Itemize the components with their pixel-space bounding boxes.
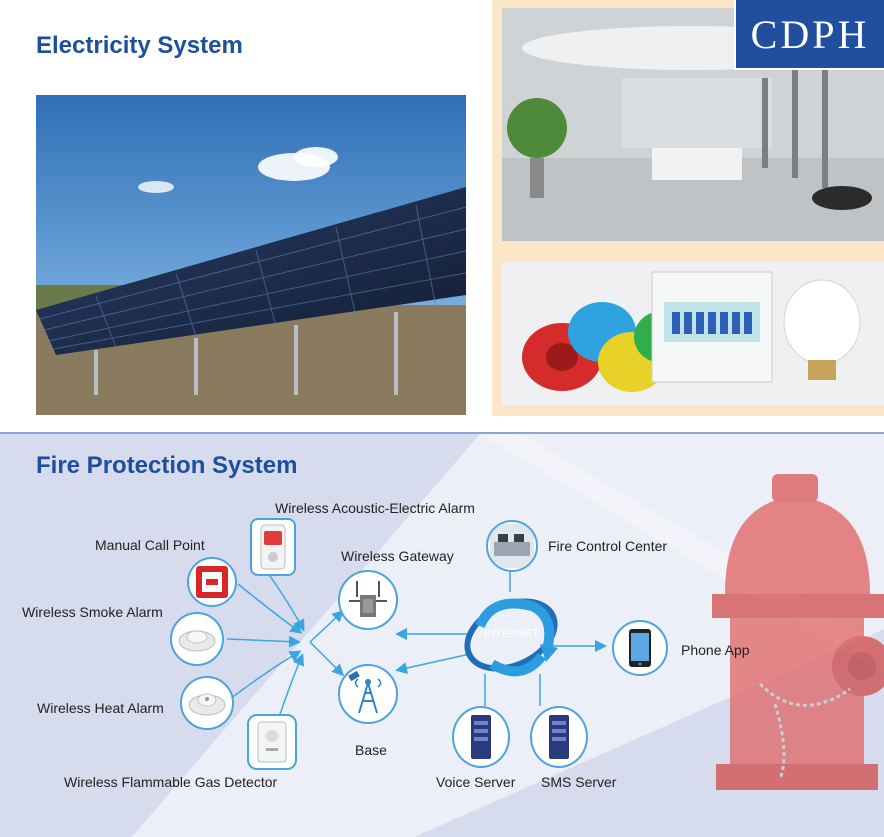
label-fire-control-center: Fire Control Center <box>548 538 668 554</box>
phone-app-icon <box>612 620 668 676</box>
label-acoustic-alarm: Wireless Acoustic-Electric Alarm <box>275 500 475 516</box>
background-shapes <box>131 434 884 837</box>
label-sms-server: SMS Server <box>541 774 617 790</box>
label-gas-detector: Wireless Flammable Gas Detector <box>64 774 278 790</box>
cdph-logo: CDPH <box>734 0 884 70</box>
fire-protection-title: Fire Protection System <box>36 452 298 479</box>
fire-protection-section: Fire Protection System Wireless Acoustic… <box>0 432 884 837</box>
internet-label: INTERNET <box>484 628 539 640</box>
electricity-section: Electricity System <box>36 0 884 416</box>
voice-server-icon <box>452 706 510 768</box>
fire-hydrant-icon <box>712 474 884 790</box>
base-station-icon <box>338 664 398 724</box>
sms-server-icon <box>530 706 588 768</box>
fire-control-center-icon <box>486 520 538 572</box>
label-smoke-alarm: Wireless Smoke Alarm <box>22 604 163 620</box>
internet-hub-icon: INTERNET <box>462 586 560 684</box>
solar-panel-photo <box>36 95 466 415</box>
label-wireless-gateway: Wireless Gateway <box>341 548 454 564</box>
label-voice-server: Voice Server <box>436 774 516 790</box>
label-base: Base <box>355 742 387 758</box>
heat-alarm-icon <box>180 676 234 730</box>
office-interior-photo <box>502 8 884 241</box>
electrical-products-photo <box>502 262 884 405</box>
label-manual-call-point: Manual Call Point <box>95 537 205 553</box>
wireless-gateway-icon <box>338 570 398 630</box>
gas-detector-icon <box>247 714 297 770</box>
label-heat-alarm: Wireless Heat Alarm <box>37 700 164 716</box>
smoke-alarm-icon <box>170 612 224 666</box>
label-phone-app: Phone App <box>681 642 750 658</box>
electricity-title: Electricity System <box>36 32 243 59</box>
acoustic-alarm-icon <box>250 518 296 576</box>
manual-call-point-icon <box>187 557 237 607</box>
